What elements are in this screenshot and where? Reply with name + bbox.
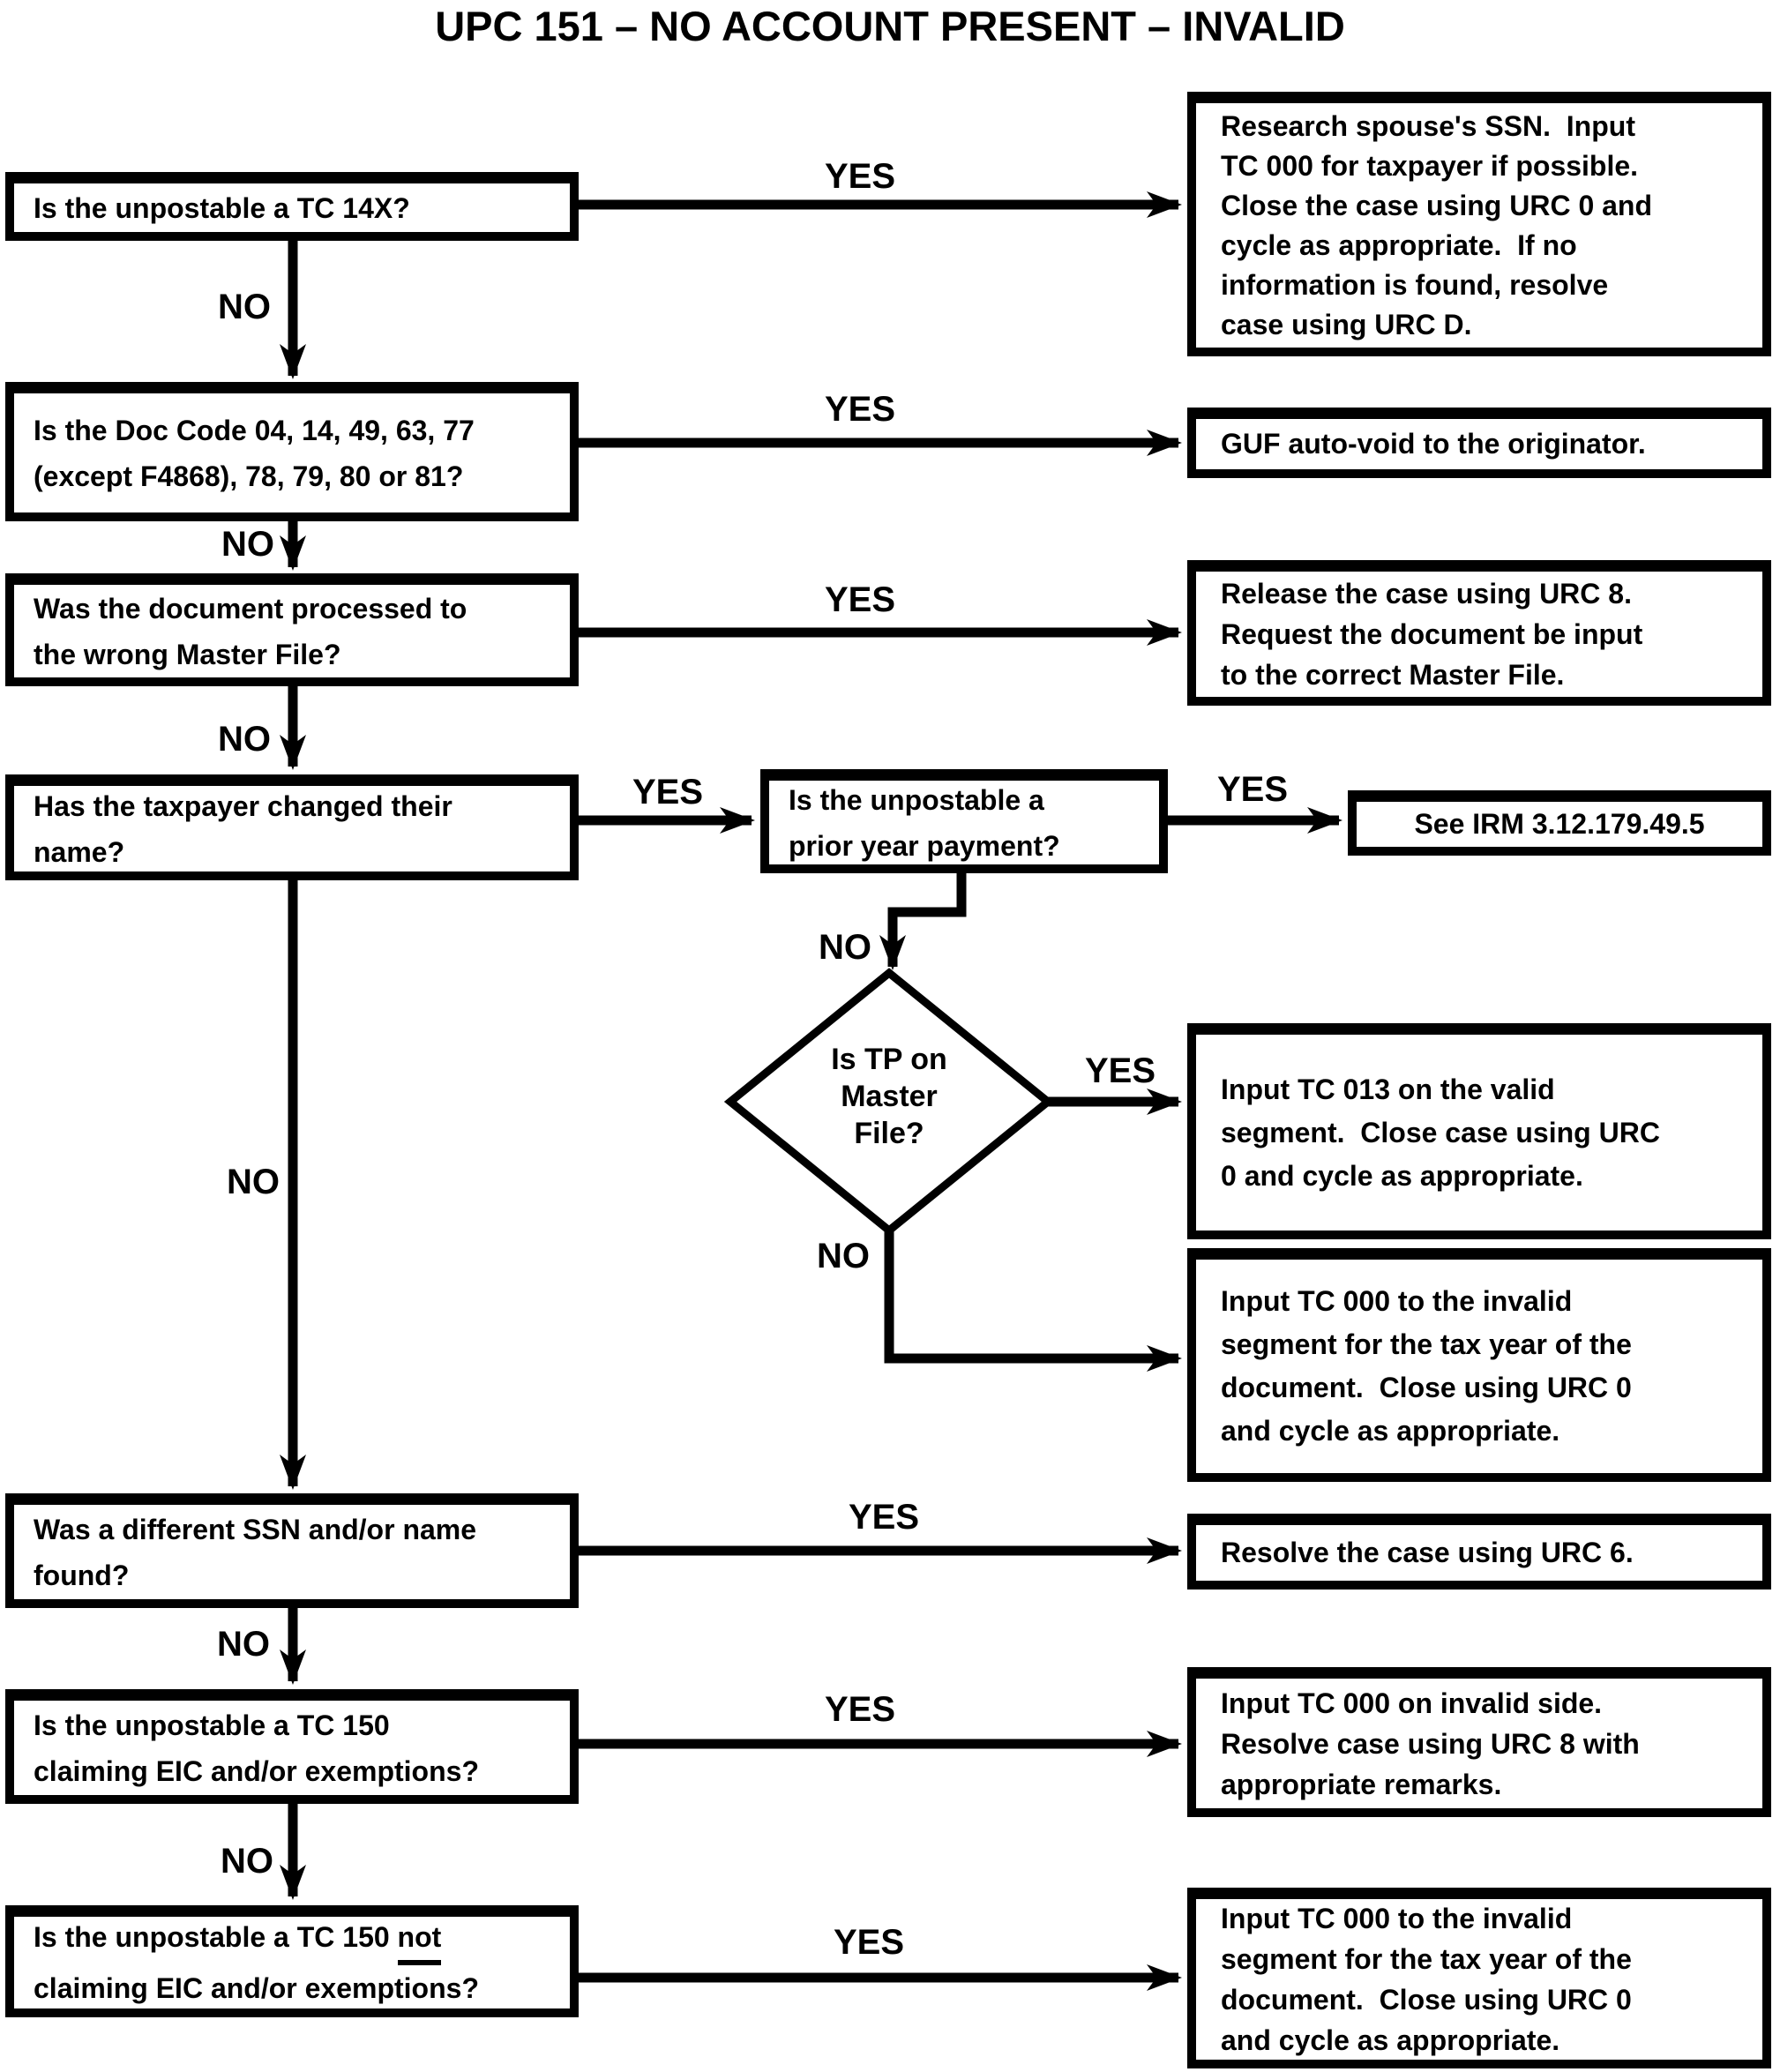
yes-label: YES bbox=[833, 1923, 905, 1962]
no-label: NO bbox=[221, 1842, 273, 1881]
result-text: Resolve the case using URC 6. bbox=[1221, 1537, 1634, 1568]
result-see-irm: See IRM 3.12.179.49.5 bbox=[1348, 790, 1771, 856]
question-text: Is the unpostable a prior year payment? bbox=[789, 783, 1060, 862]
question-text: Was a different SSN and/or name found? bbox=[34, 1513, 477, 1591]
arrow-q5-no bbox=[879, 871, 967, 970]
no-label: NO bbox=[217, 1625, 270, 1664]
yes-label: YES bbox=[824, 580, 896, 619]
no-label: NO bbox=[227, 1163, 280, 1201]
result-research-spouse-ssn: Research spouse's SSN. Input TC 000 for … bbox=[1187, 92, 1771, 356]
result-text: Input TC 000 to the invalid segment for … bbox=[1221, 1285, 1632, 1447]
question-text-underlined: not bbox=[397, 1914, 442, 1965]
yes-label: YES bbox=[632, 773, 704, 812]
question-name-changed: Has the taxpayer changed their name? bbox=[5, 774, 579, 880]
no-label: NO bbox=[218, 288, 271, 326]
question-text-prefix: Is the unpostable a TC 150 bbox=[34, 1921, 398, 1953]
decision-diamond-text: Is TP on Master File? bbox=[831, 1043, 947, 1150]
no-label: NO bbox=[221, 525, 274, 564]
yes-label: YES bbox=[824, 157, 896, 196]
result-release-urc8: Release the case using URC 8. Request th… bbox=[1187, 560, 1771, 706]
yes-label: YES bbox=[848, 1498, 920, 1537]
question-text: Has the taxpayer changed their name? bbox=[34, 789, 452, 868]
yes-label: YES bbox=[824, 390, 896, 429]
result-text: Input TC 000 on invalid side. Resolve ca… bbox=[1221, 1687, 1640, 1800]
question-text: Is the Doc Code 04, 14, 49, 63, 77 (exce… bbox=[34, 414, 475, 492]
result-resolve-urc6: Resolve the case using URC 6. bbox=[1187, 1514, 1771, 1590]
question-wrong-master-file: Was the document processed to the wrong … bbox=[5, 573, 579, 686]
question-doc-code: Is the Doc Code 04, 14, 49, 63, 77 (exce… bbox=[5, 382, 579, 521]
result-input-tc000-invalid-side: Input TC 000 on invalid side. Resolve ca… bbox=[1187, 1667, 1771, 1817]
result-text: Input TC 000 to the invalid segment for … bbox=[1221, 1903, 1632, 2056]
question-tc14x: Is the unpostable a TC 14X? bbox=[5, 172, 579, 241]
question-text: Is the unpostable a TC 14X? bbox=[34, 191, 410, 224]
result-text: Release the case using URC 8. Request th… bbox=[1221, 578, 1643, 691]
question-tc150-not-claiming: Is the unpostable a TC 150 not claiming E… bbox=[5, 1905, 579, 2017]
result-text: Input TC 013 on the valid segment. Close… bbox=[1221, 1073, 1660, 1192]
result-text: GUF auto-void to the originator. bbox=[1221, 428, 1646, 460]
question-different-ssn: Was a different SSN and/or name found? bbox=[5, 1493, 579, 1608]
arrow-diamond-no bbox=[884, 1226, 1182, 1372]
no-label: NO bbox=[819, 928, 871, 967]
yes-label: YES bbox=[1216, 770, 1289, 809]
result-text: See IRM 3.12.179.49.5 bbox=[1414, 808, 1705, 840]
result-input-tc000-invalid-segment-2: Input TC 000 to the invalid segment for … bbox=[1187, 1888, 1771, 2068]
question-prior-year-payment: Is the unpostable a prior year payment? bbox=[760, 769, 1168, 873]
question-text: Is the unpostable a TC 150 not claiming E… bbox=[14, 1914, 479, 2011]
no-label: NO bbox=[218, 720, 271, 759]
page-title: UPC 151 – NO ACCOUNT PRESENT – INVALID bbox=[435, 3, 1345, 49]
result-input-tc000-invalid-segment: Input TC 000 to the invalid segment for … bbox=[1187, 1248, 1771, 1482]
question-tc150-claiming: Is the unpostable a TC 150 claiming EIC … bbox=[5, 1689, 579, 1804]
question-text-suffix: claiming EIC and/or exemptions? bbox=[34, 1972, 479, 2004]
question-text: Was the document processed to the wrong … bbox=[34, 592, 467, 670]
no-label: NO bbox=[817, 1237, 870, 1275]
result-guf-auto-void: GUF auto-void to the originator. bbox=[1187, 408, 1771, 478]
decision-diamond-shape bbox=[723, 968, 1055, 1236]
question-text: Is the unpostable a TC 150 claiming EIC … bbox=[34, 1709, 479, 1787]
result-text: Research spouse's SSN. Input TC 000 for … bbox=[1221, 109, 1653, 340]
yes-label: YES bbox=[824, 1690, 896, 1729]
yes-label: YES bbox=[1084, 1051, 1156, 1090]
result-input-tc013: Input TC 013 on the valid segment. Close… bbox=[1187, 1023, 1771, 1239]
